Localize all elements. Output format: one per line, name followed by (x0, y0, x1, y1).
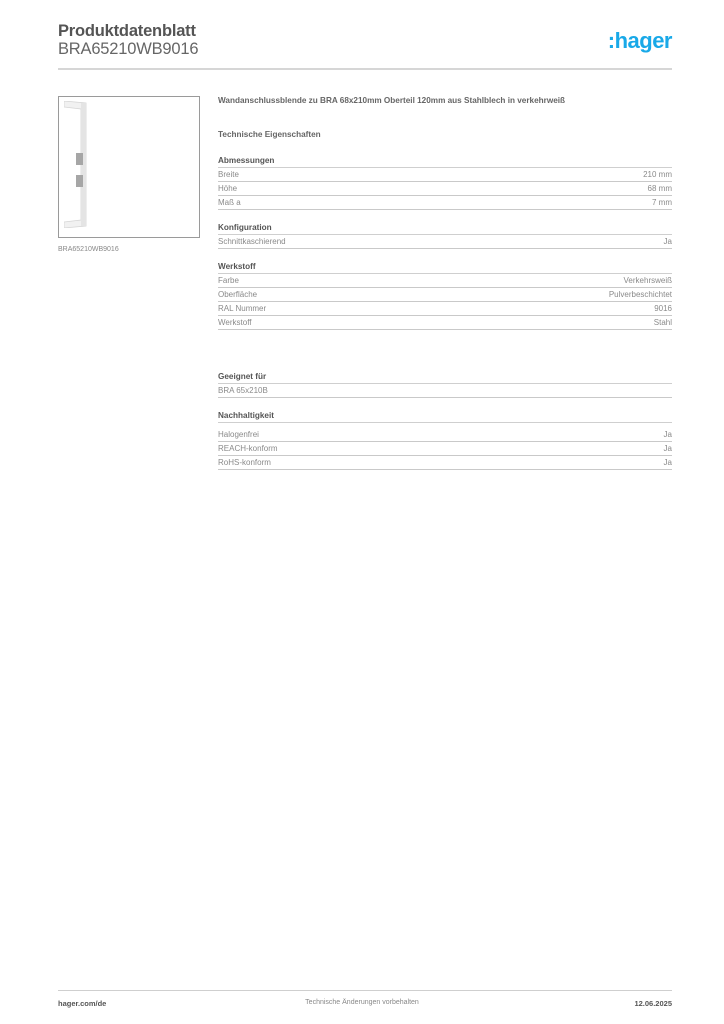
row-label: Farbe (218, 276, 239, 285)
table-row: Halogenfrei Ja (218, 428, 672, 442)
section-dimensions: Abmessungen Breite 210 mm Höhe 68 mm Maß a… (218, 155, 672, 210)
document-header: Produktdatenblatt BRA65210WB9016 :hager (58, 20, 673, 70)
row-value: Ja (663, 430, 672, 439)
section-configuration: Konfiguration Schnittkaschierend Ja (218, 222, 672, 249)
product-image (58, 96, 200, 238)
row-label: Maß a (218, 198, 241, 207)
row-value: 9016 (654, 304, 672, 313)
table-row: Farbe Verkehrsweiß (218, 274, 672, 288)
technical-properties-heading: Technische Eigenschaften (218, 130, 321, 139)
row-label: REACH-konform (218, 444, 278, 453)
row-label: RoHS-konform (218, 458, 271, 467)
product-description: Wandanschlussblende zu BRA 68x210mm Ober… (218, 96, 566, 105)
footer-notice: Technische Änderungen vorbehalten (305, 999, 419, 1006)
table-row: REACH-konform Ja (218, 442, 672, 456)
table-row: Werkstoff Stahl (218, 316, 672, 330)
row-value: Ja (663, 458, 672, 467)
section-title: Geeignet für (218, 371, 672, 384)
document-title: Produktdatenblatt (58, 22, 196, 40)
hager-logo: :hager (607, 28, 673, 53)
row-value: Stahl (653, 318, 672, 327)
section-material: Werkstoff Farbe Verkehrsweiß Oberfläche Pu… (218, 261, 672, 330)
section-title: Abmessungen (218, 155, 672, 168)
footer-website-link[interactable]: hager.com/de (58, 999, 107, 1008)
table-row: Schnittkaschierend Ja (218, 235, 672, 249)
table-row: BRA 65x210B (218, 384, 672, 398)
footer-divider (58, 990, 672, 991)
row-value: Verkehrsweiß (623, 276, 672, 285)
table-row: Maß a 7 mm (218, 196, 672, 210)
row-value: Ja (663, 237, 672, 246)
section-title: Nachhaltigkeit (218, 410, 672, 423)
row-label: BRA 65x210B (218, 386, 268, 395)
row-value: Pulverbeschichtet (608, 290, 672, 299)
row-label: Höhe (218, 184, 238, 193)
row-label: Werkstoff (218, 318, 252, 327)
footer-date: 12.06.2025 (634, 999, 672, 1008)
wall-connection-panel-image (64, 101, 87, 228)
image-caption: BRA65210WB9016 (58, 246, 119, 253)
row-value: 68 mm (647, 184, 672, 193)
row-label: Oberfläche (218, 290, 258, 299)
table-row: RoHS-konform Ja (218, 456, 672, 470)
section-title: Werkstoff (218, 261, 672, 274)
header-divider (58, 68, 672, 70)
section-suitable-for: Geeignet für BRA 65x210B (218, 371, 672, 398)
table-row: Höhe 68 mm (218, 182, 672, 196)
row-label: Halogenfrei (218, 430, 259, 439)
row-label: Breite (218, 170, 239, 179)
row-value: Ja (663, 444, 672, 453)
product-code: BRA65210WB9016 (58, 40, 199, 58)
row-value: 7 mm (652, 198, 672, 207)
table-row: RAL Nummer 9016 (218, 302, 672, 316)
row-value: 210 mm (643, 170, 672, 179)
section-title: Konfiguration (218, 222, 672, 235)
table-row: Breite 210 mm (218, 168, 672, 182)
row-label: Schnittkaschierend (218, 237, 286, 246)
table-row: Oberfläche Pulverbeschichtet (218, 288, 672, 302)
row-label: RAL Nummer (218, 304, 267, 313)
